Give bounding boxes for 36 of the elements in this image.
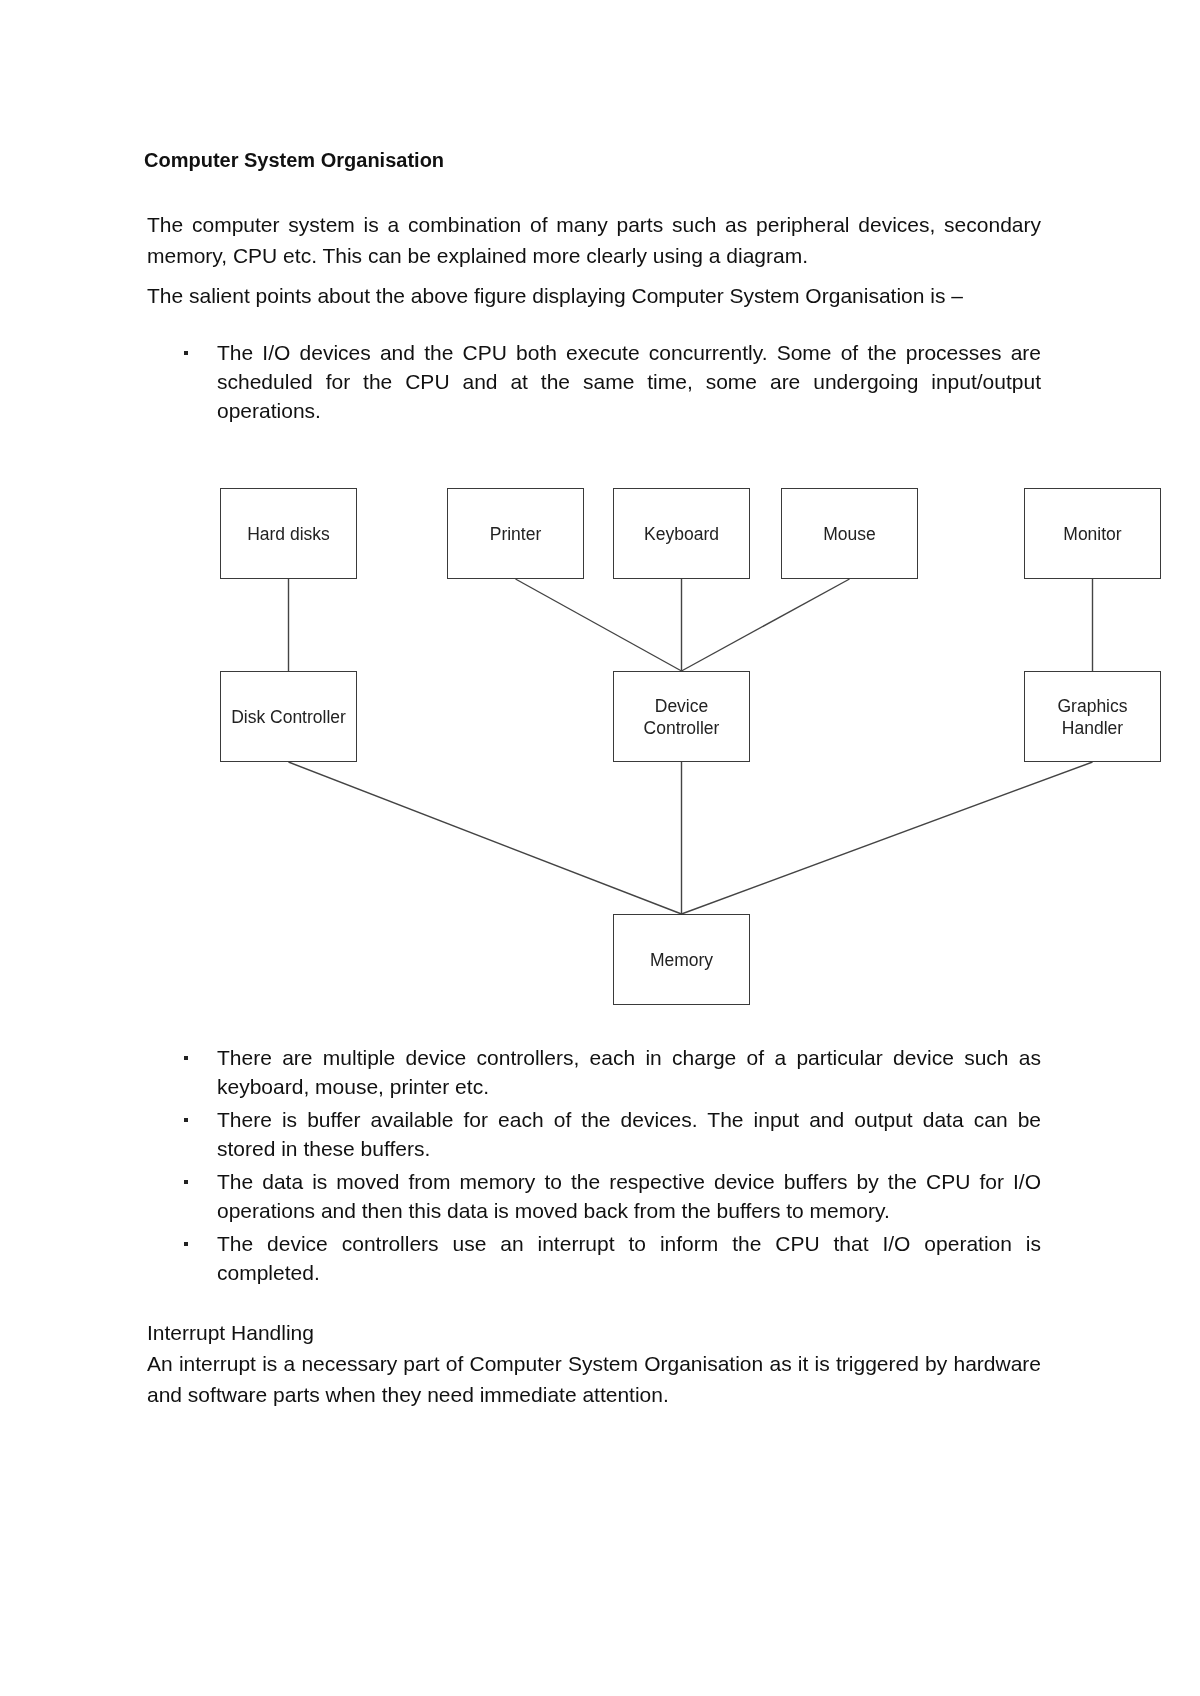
node-label: Monitor bbox=[1063, 522, 1122, 545]
bullet-text: There are multiple device controllers, each in charge of a particular device such as keyboard, mouse, printer etc. bbox=[217, 1045, 1041, 1100]
process-box bbox=[613, 671, 750, 762]
node-label: Keyboard bbox=[644, 522, 719, 545]
node-label: Mouse bbox=[823, 522, 876, 545]
node-label: Graphics Handler bbox=[1056, 694, 1129, 739]
connector-line bbox=[680, 761, 683, 915]
connector-line bbox=[1091, 578, 1094, 672]
connector-line bbox=[680, 578, 851, 672]
process-box bbox=[613, 914, 750, 1005]
bullet-text: The device controllers use an interrupt to inform the CPU that I/O operation is completed. bbox=[217, 1231, 1041, 1286]
connector-line bbox=[514, 578, 683, 672]
section-heading: Interrupt Handling bbox=[147, 1320, 314, 1346]
process-box bbox=[1024, 671, 1161, 762]
connector-line bbox=[287, 761, 683, 915]
node-label: Memory bbox=[649, 948, 714, 971]
bullet-text: The data is moved from memory to the respective device buffers by the CPU for I/O operations and then this data is moved back from the buffers to memory. bbox=[217, 1169, 1041, 1224]
process-box bbox=[781, 488, 918, 579]
process-box bbox=[1024, 488, 1161, 579]
paragraph: The computer system is a combination of many parts such as peripheral devices, secondary memory, CPU etc. This can be explained more clearly using a diagram. bbox=[147, 212, 1041, 269]
connector-line bbox=[680, 578, 683, 672]
node-label: Printer bbox=[489, 522, 542, 545]
process-box bbox=[447, 488, 584, 579]
connector-line bbox=[287, 578, 290, 672]
process-box bbox=[613, 488, 750, 579]
node-label: Hard disks bbox=[247, 522, 330, 545]
paragraph: The salient points about the above figure displaying Computer System Organisation is – bbox=[147, 283, 964, 309]
bullet-text: The I/O devices and the CPU both execute concurrently. Some of the processes are scheduled for the CPU and at the same time, some are undergoing input/output operations. bbox=[217, 340, 1041, 424]
node-label: Disk Controller bbox=[231, 705, 346, 728]
paragraph: An interrupt is a necessary part of Computer System Organisation as it is triggered by hardware and software parts when they need immediate attention. bbox=[147, 1351, 1041, 1408]
bullet-text: There is buffer available for each of the devices. The input and output data can be stored in these buffers. bbox=[217, 1107, 1041, 1162]
connector-line bbox=[680, 761, 1094, 915]
process-box bbox=[220, 671, 357, 762]
node-label: Device Controller bbox=[642, 694, 721, 739]
process-box bbox=[220, 488, 357, 579]
page-title: Computer System Organisation bbox=[144, 148, 445, 173]
